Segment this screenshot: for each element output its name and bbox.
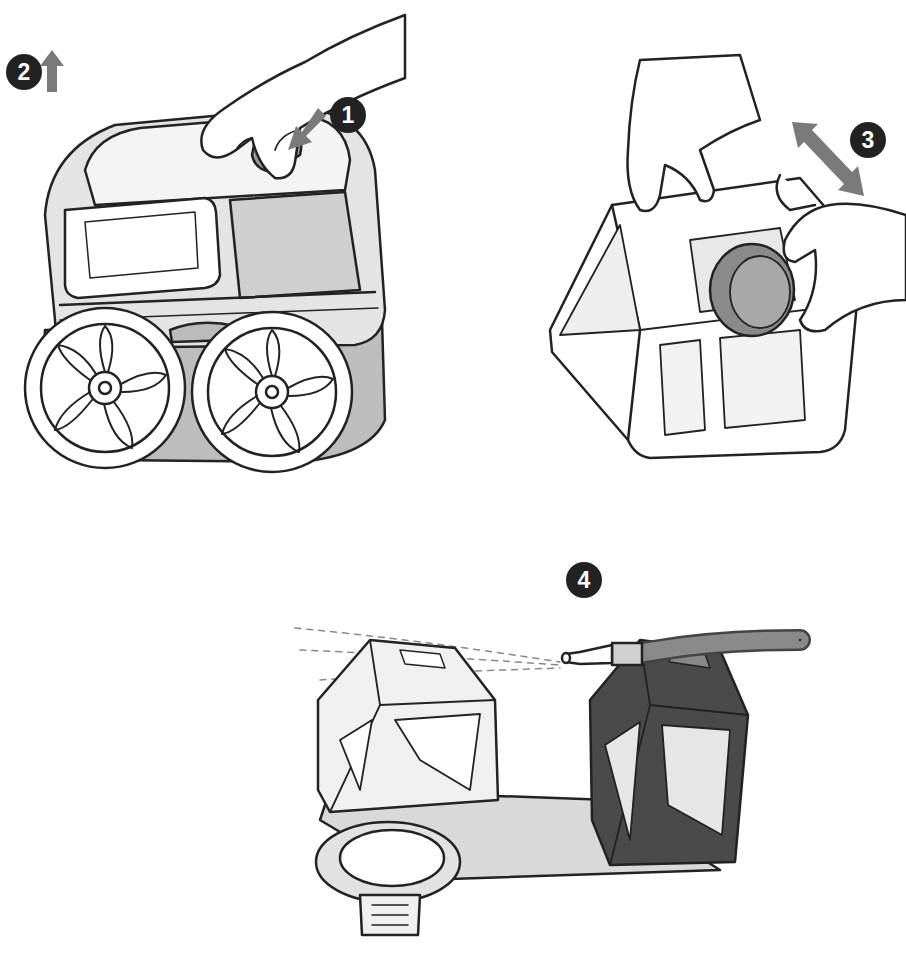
illustration-part xyxy=(566,645,612,664)
illustration-part xyxy=(340,830,444,886)
callout-number: 3 xyxy=(850,122,886,158)
illustration-part xyxy=(560,225,640,335)
illustration-part xyxy=(562,653,570,663)
illustration-part xyxy=(208,328,336,456)
callout-number: 4 xyxy=(566,562,602,598)
wheel xyxy=(25,308,185,468)
illustration-part xyxy=(99,382,111,394)
illustration-part xyxy=(256,376,288,408)
illustration-part xyxy=(340,714,480,790)
illustration-part xyxy=(201,15,405,178)
illustration-part xyxy=(316,822,460,902)
illustration-part xyxy=(605,722,730,840)
illustration-part xyxy=(400,650,445,668)
illustration-part xyxy=(192,312,352,472)
illustration-part xyxy=(41,324,169,452)
illustration-part xyxy=(710,244,794,336)
filter-baskets xyxy=(295,628,800,935)
illustration-part xyxy=(660,330,805,435)
illustration-part xyxy=(640,640,800,653)
illustration-part xyxy=(65,198,220,298)
filter-canister xyxy=(550,55,906,458)
illustration-part xyxy=(236,130,298,150)
illustration-part xyxy=(612,643,642,665)
callout-number: 1 xyxy=(330,97,366,133)
illustration-part xyxy=(55,326,166,448)
illustration-part xyxy=(85,212,198,278)
illustration-part xyxy=(330,640,495,812)
illustration-part xyxy=(777,175,815,210)
illustration-part xyxy=(222,330,333,452)
illustration-part xyxy=(40,50,64,92)
illustration-part xyxy=(784,204,906,332)
illustration-part xyxy=(640,640,800,653)
illustration-part xyxy=(266,386,278,398)
wheel xyxy=(192,312,352,472)
illustration-part xyxy=(318,640,498,812)
illustration-part xyxy=(60,292,375,305)
pool-robot xyxy=(25,15,405,472)
illustration-part xyxy=(628,55,761,211)
illustration-part xyxy=(372,905,408,925)
illustration-part xyxy=(730,256,790,328)
illustration-part xyxy=(590,640,748,865)
illustration-part xyxy=(230,192,360,298)
illustration-part xyxy=(288,108,326,150)
illustration-part xyxy=(25,308,185,468)
callout-number: 2 xyxy=(6,54,42,90)
illustration-part xyxy=(89,372,121,404)
illustration-part xyxy=(360,895,420,935)
